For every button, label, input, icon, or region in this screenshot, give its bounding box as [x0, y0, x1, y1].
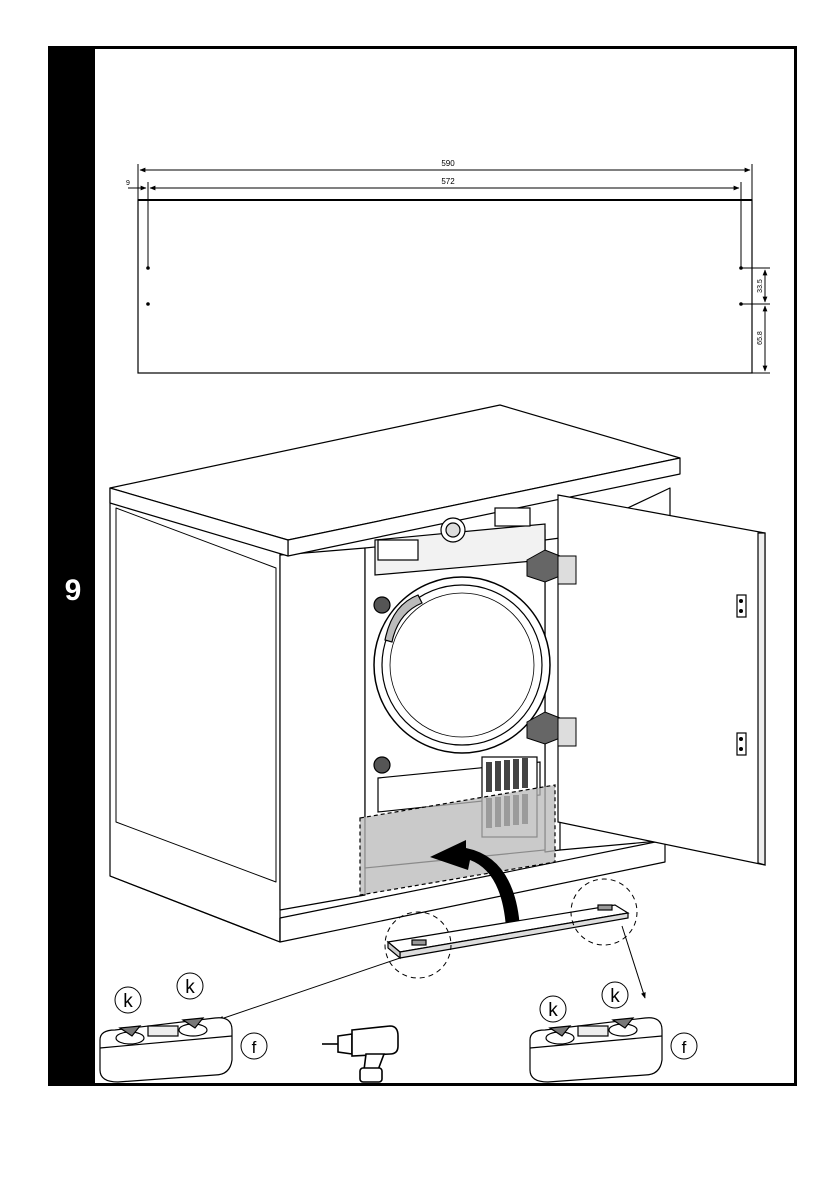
- cabinet-left-door: [280, 548, 365, 910]
- screw-label-left-1: k: [115, 987, 141, 1013]
- detail-left: [100, 1018, 232, 1082]
- program-display: [495, 508, 530, 526]
- plinth-panel: [138, 200, 752, 373]
- dimension-drawing: [128, 164, 770, 373]
- screw-label-right-2: k: [602, 982, 628, 1008]
- svg-text:f: f: [682, 1038, 687, 1057]
- dim-overall-width: 590: [441, 159, 455, 168]
- svg-text:k: k: [123, 991, 133, 1012]
- svg-text:k: k: [548, 1000, 558, 1021]
- dim-edge-offset: 9: [126, 180, 130, 187]
- svg-text:k: k: [610, 986, 620, 1007]
- cabinet-right-door: [558, 495, 765, 865]
- screw-label-left-2: k: [177, 973, 203, 999]
- screw-label-right-1: k: [540, 996, 566, 1022]
- detail-right: [530, 1018, 662, 1082]
- plinth-label-left: f: [241, 1033, 267, 1059]
- dim-hole-spacing: 572: [441, 177, 455, 186]
- dim-upper-offset: 33.5: [757, 279, 764, 293]
- drill-icon: [322, 1026, 398, 1082]
- plinth-label-right: f: [671, 1033, 697, 1059]
- svg-text:k: k: [185, 977, 195, 998]
- dim-lower-offset: 65.8: [757, 331, 764, 345]
- svg-text:f: f: [252, 1038, 257, 1057]
